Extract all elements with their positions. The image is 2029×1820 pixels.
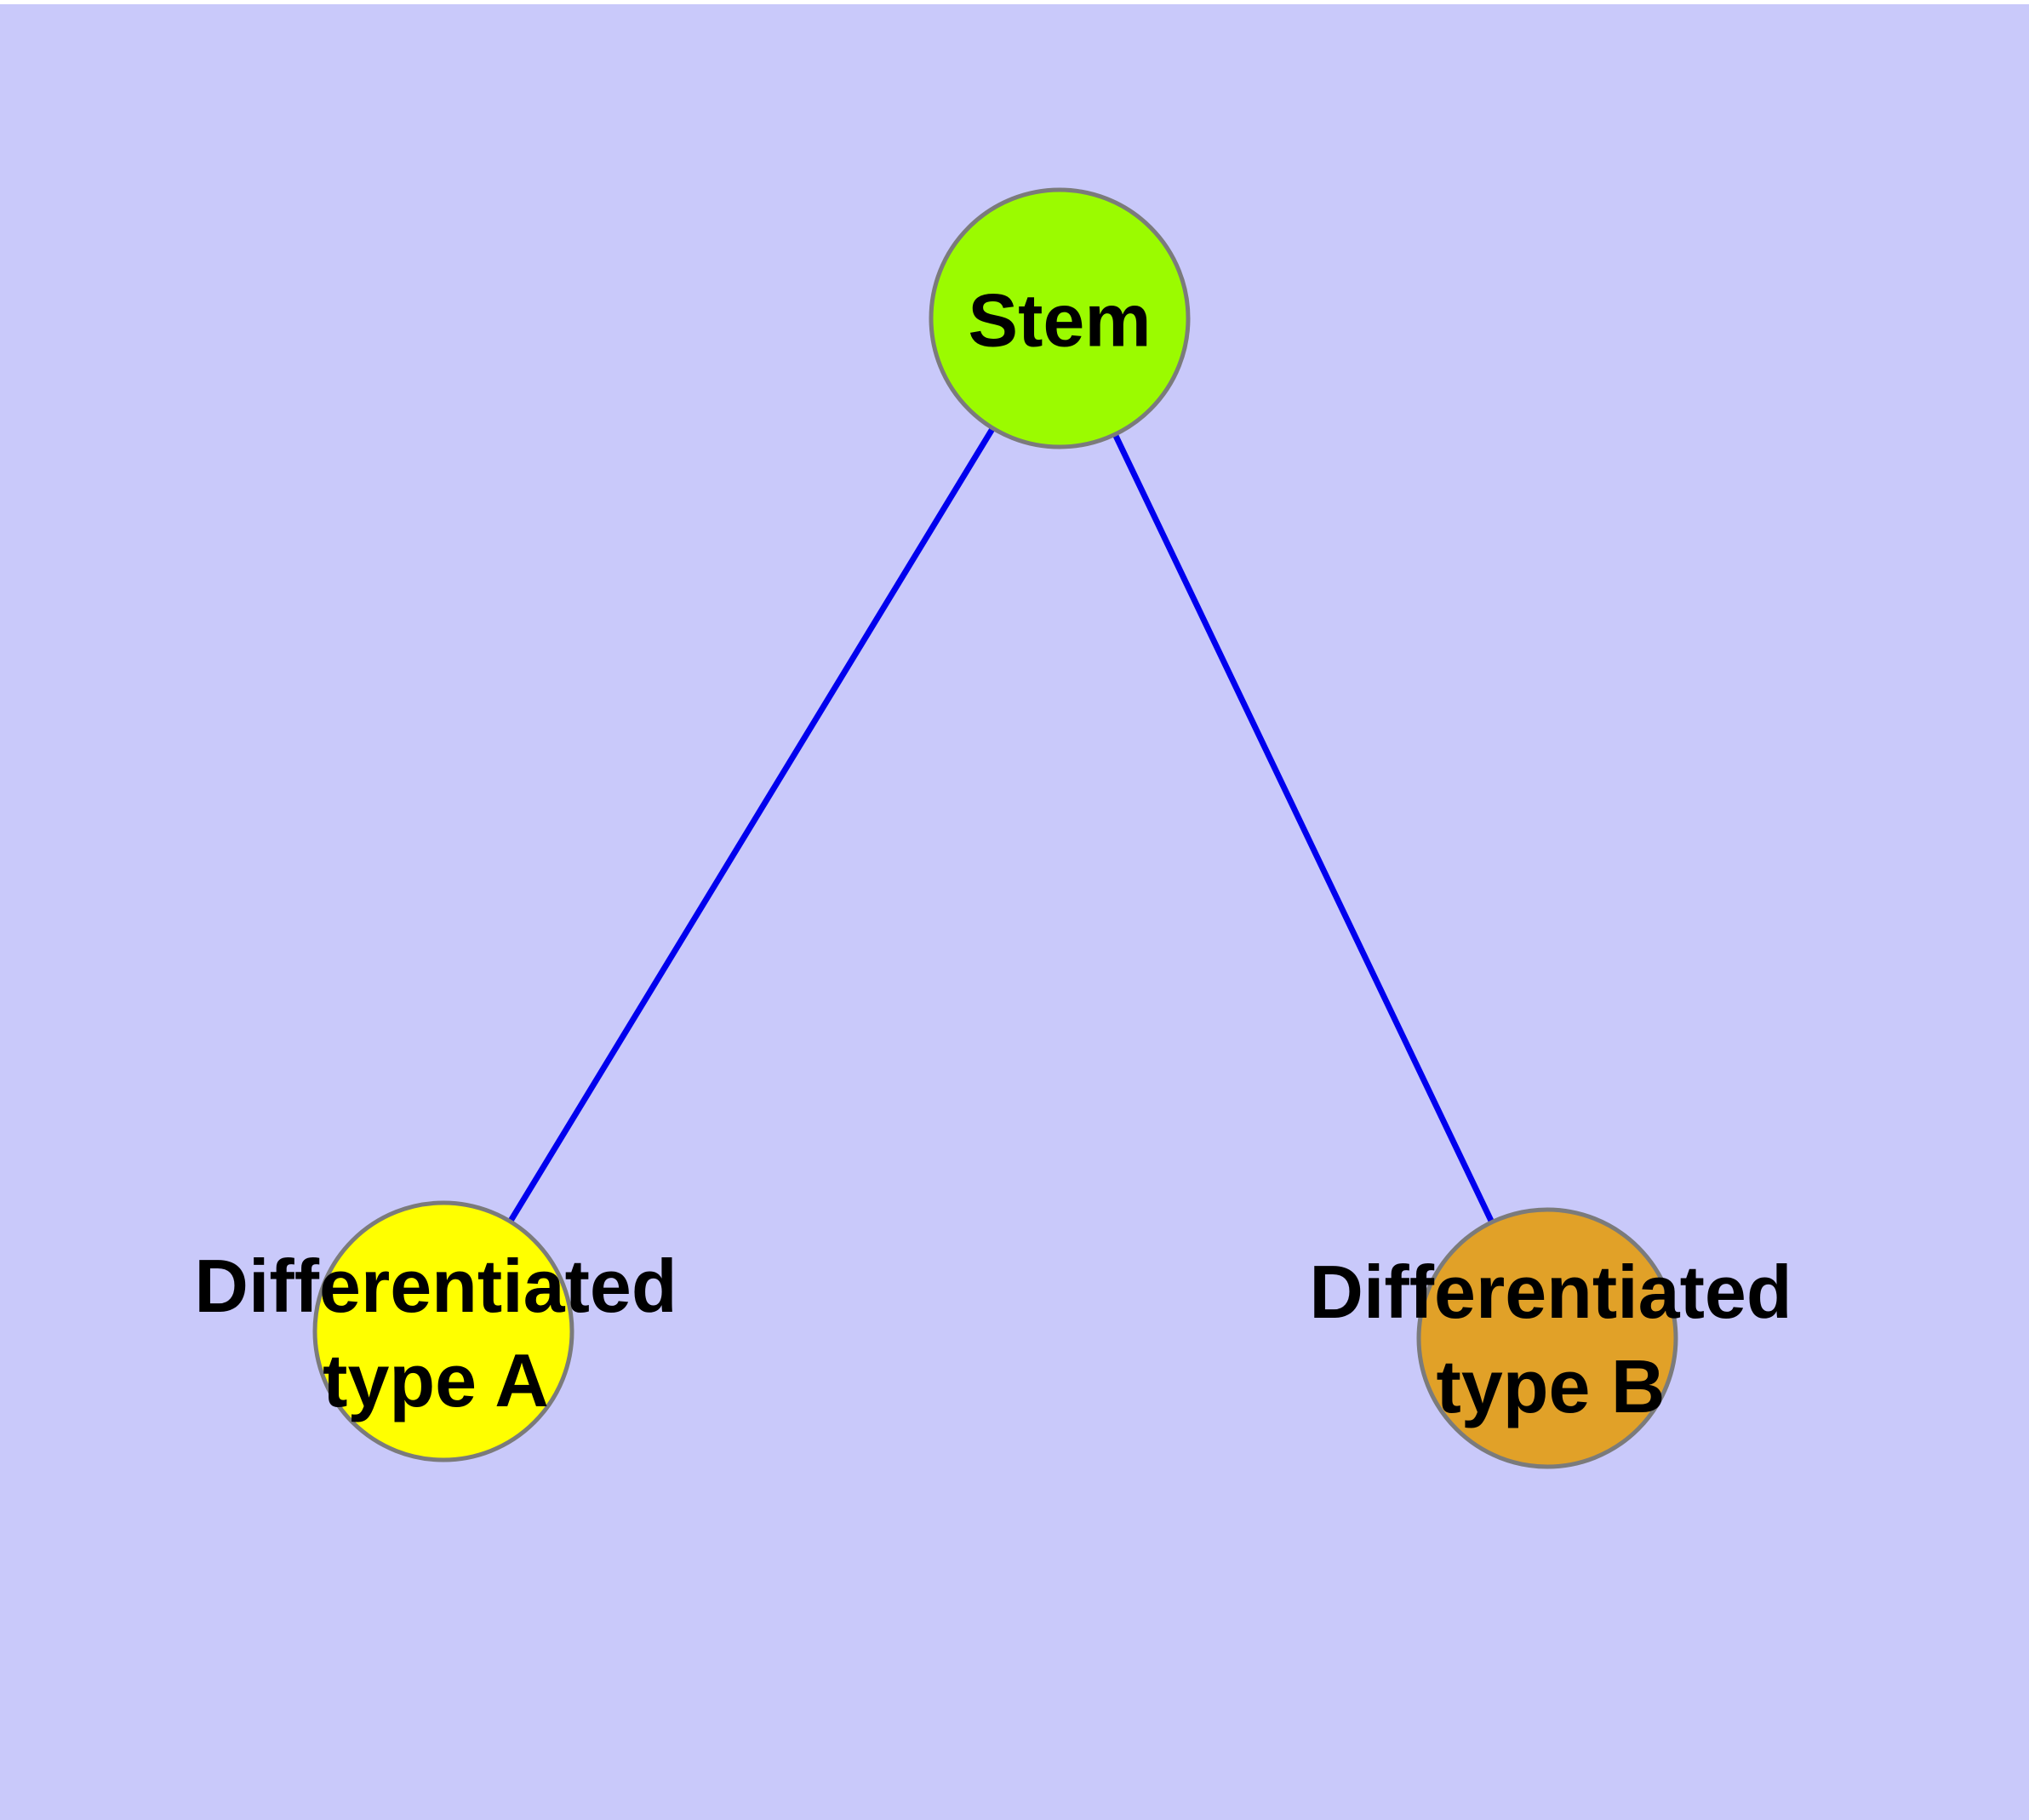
node-stem-circle [929, 187, 1191, 449]
node-type-b-circle [1416, 1207, 1678, 1469]
edge-stem-to-type-b [1056, 317, 1551, 1340]
node-type-a-circle [312, 1200, 574, 1462]
edge-stem-to-type-a [441, 317, 1062, 1333]
